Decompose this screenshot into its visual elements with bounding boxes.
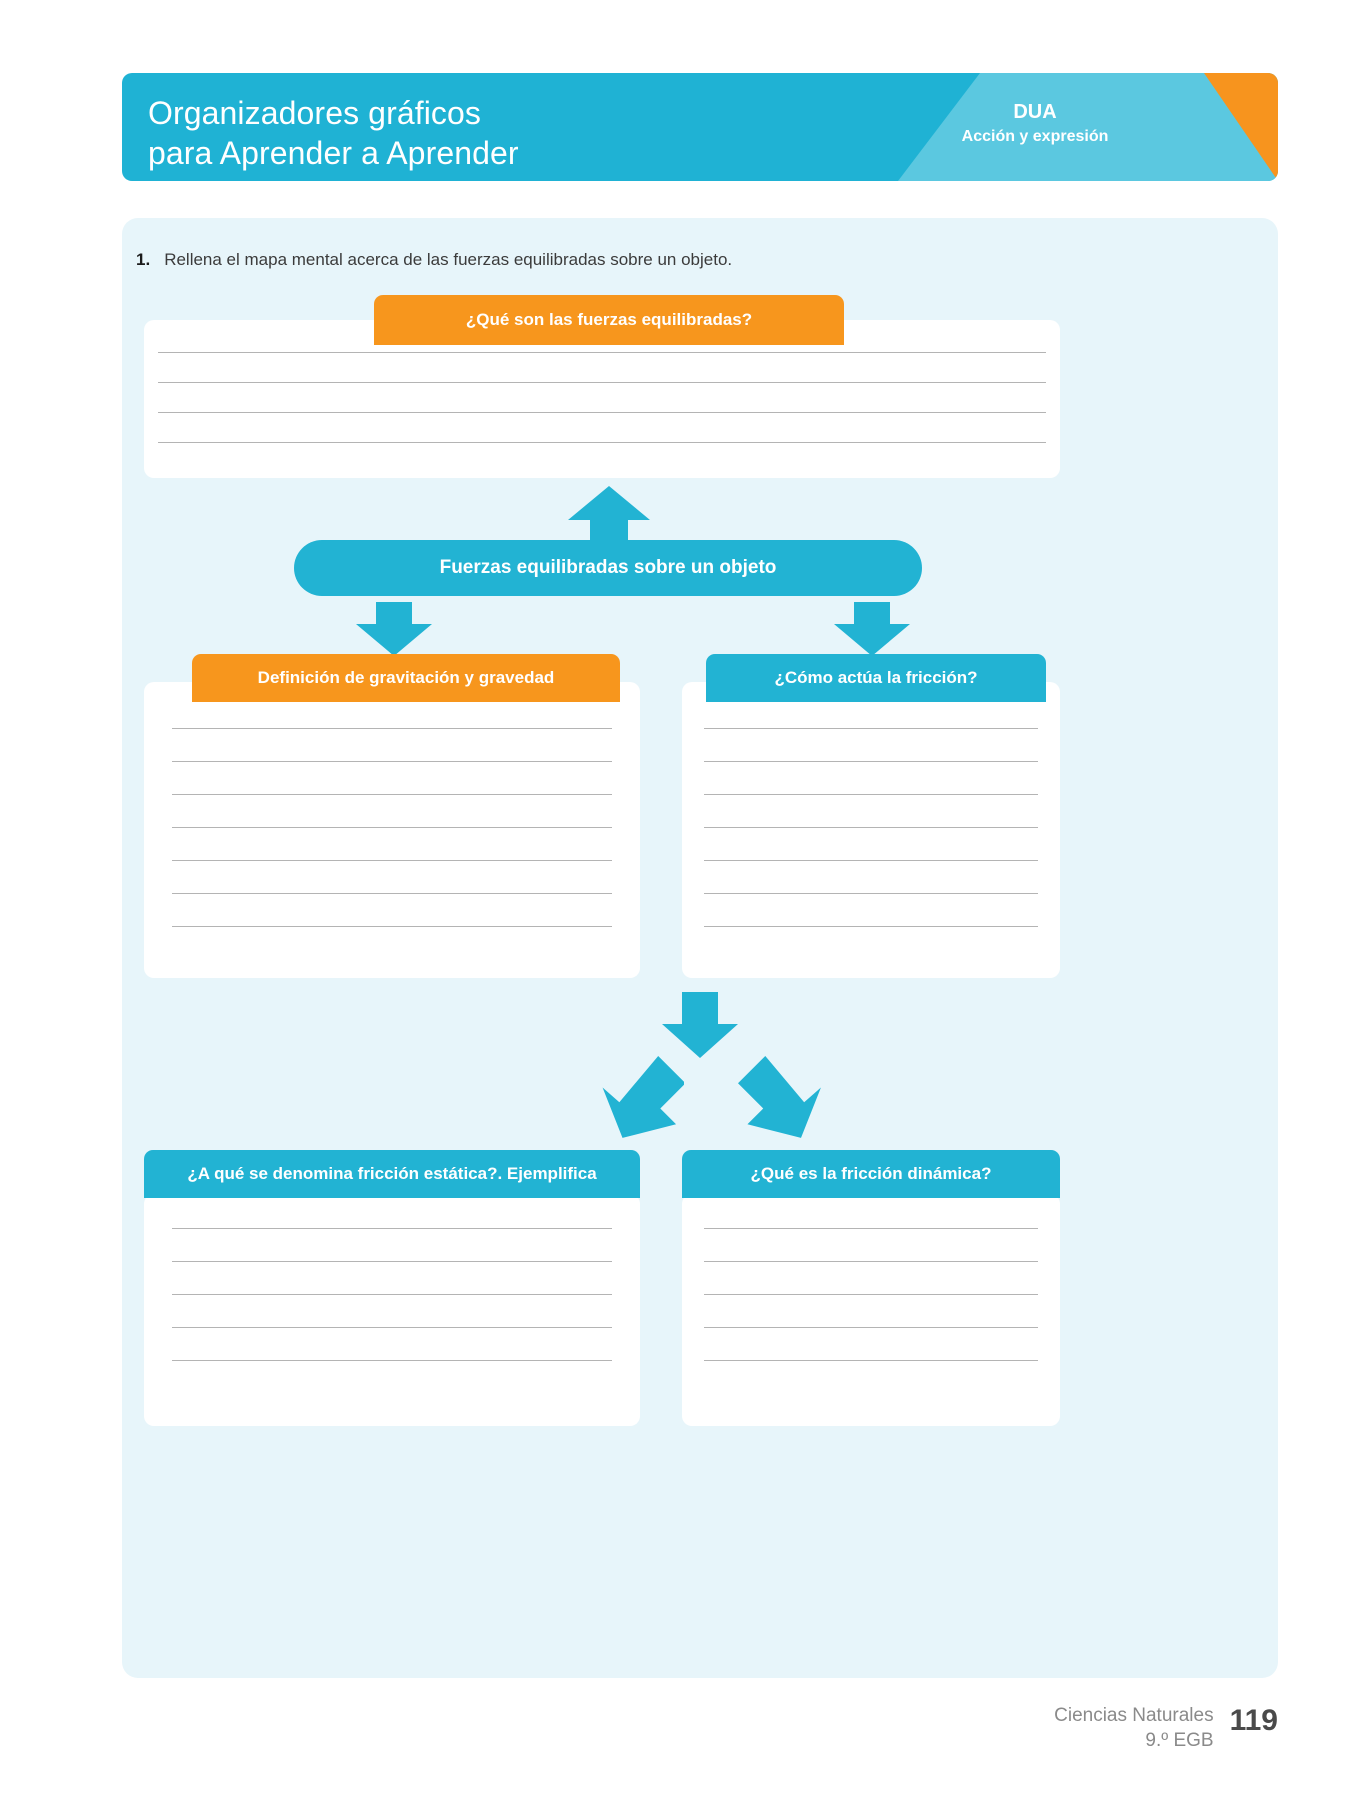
footer-subject: Ciencias Naturales 9.º EGB xyxy=(1054,1705,1214,1751)
bottom-left-answer-card[interactable] xyxy=(144,1194,640,1426)
activity-panel: 1. Rellena el mapa mental acerca de las … xyxy=(122,218,1278,1678)
arrow-diagonal-right-icon xyxy=(734,1048,844,1156)
writing-line xyxy=(172,827,612,828)
page-title: Organizadores gráficos para Aprender a A… xyxy=(148,95,519,171)
middle-right-answer-card[interactable] xyxy=(682,682,1060,978)
writing-line xyxy=(172,1294,612,1295)
writing-line xyxy=(704,893,1038,894)
arrow-down-right-icon xyxy=(834,602,910,656)
writing-line xyxy=(158,412,1046,413)
writing-line xyxy=(704,1228,1038,1229)
writing-line xyxy=(704,860,1038,861)
middle-right-header: ¿Cómo actúa la fricción? xyxy=(706,654,1046,702)
writing-lines xyxy=(682,728,1060,927)
writing-line xyxy=(158,352,1046,353)
arrow-down-left-icon xyxy=(356,602,432,656)
page-number: 119 xyxy=(1229,1704,1278,1737)
instruction-number: 1. xyxy=(136,250,151,269)
writing-line xyxy=(704,1360,1038,1361)
writing-line xyxy=(172,926,612,927)
instruction-text: Rellena el mapa mental acerca de las fue… xyxy=(164,250,733,269)
writing-lines xyxy=(144,352,1060,443)
bottom-right-answer-card[interactable] xyxy=(682,1194,1060,1426)
dua-subtitle: Acción y expresión xyxy=(961,128,1109,145)
writing-line xyxy=(172,1327,612,1328)
arrow-up-icon xyxy=(568,486,650,544)
top-question-header: ¿Qué son las fuerzas equilibradas? xyxy=(374,295,844,345)
writing-line xyxy=(172,761,612,762)
bottom-left-header: ¿A qué se denomina fricción estática?. E… xyxy=(144,1150,640,1198)
page-header: Organizadores gráficos para Aprender a A… xyxy=(122,73,1278,181)
arrow-down-center-icon xyxy=(662,992,738,1058)
writing-line xyxy=(158,382,1046,383)
writing-lines xyxy=(682,1228,1060,1361)
writing-line xyxy=(704,1327,1038,1328)
arrow-diagonal-left-icon xyxy=(574,1048,684,1156)
writing-line xyxy=(704,1294,1038,1295)
writing-line xyxy=(172,1228,612,1229)
writing-line xyxy=(704,1261,1038,1262)
page-footer: Ciencias Naturales 9.º EGB 119 xyxy=(1054,1703,1278,1753)
writing-line xyxy=(172,893,612,894)
center-concept-pill: Fuerzas equilibradas sobre un objeto xyxy=(294,540,922,596)
writing-lines xyxy=(144,1228,640,1361)
writing-line xyxy=(172,794,612,795)
writing-line xyxy=(704,728,1038,729)
middle-left-answer-card[interactable] xyxy=(144,682,640,978)
dua-title: DUA xyxy=(1013,101,1057,123)
writing-line xyxy=(158,442,1046,443)
writing-line xyxy=(704,794,1038,795)
writing-line xyxy=(704,827,1038,828)
writing-line xyxy=(172,1360,612,1361)
bottom-right-header: ¿Qué es la fricción dinámica? xyxy=(682,1150,1060,1198)
middle-left-header: Definición de gravitación y gravedad xyxy=(192,654,620,702)
writing-line xyxy=(172,728,612,729)
instruction-line: 1. Rellena el mapa mental acerca de las … xyxy=(136,248,732,272)
writing-line xyxy=(172,860,612,861)
writing-lines xyxy=(144,728,640,927)
writing-line xyxy=(704,761,1038,762)
top-answer-card[interactable] xyxy=(144,320,1060,478)
dua-badge: DUA Acción y expresión xyxy=(920,99,1150,148)
writing-line xyxy=(172,1261,612,1262)
writing-line xyxy=(704,926,1038,927)
